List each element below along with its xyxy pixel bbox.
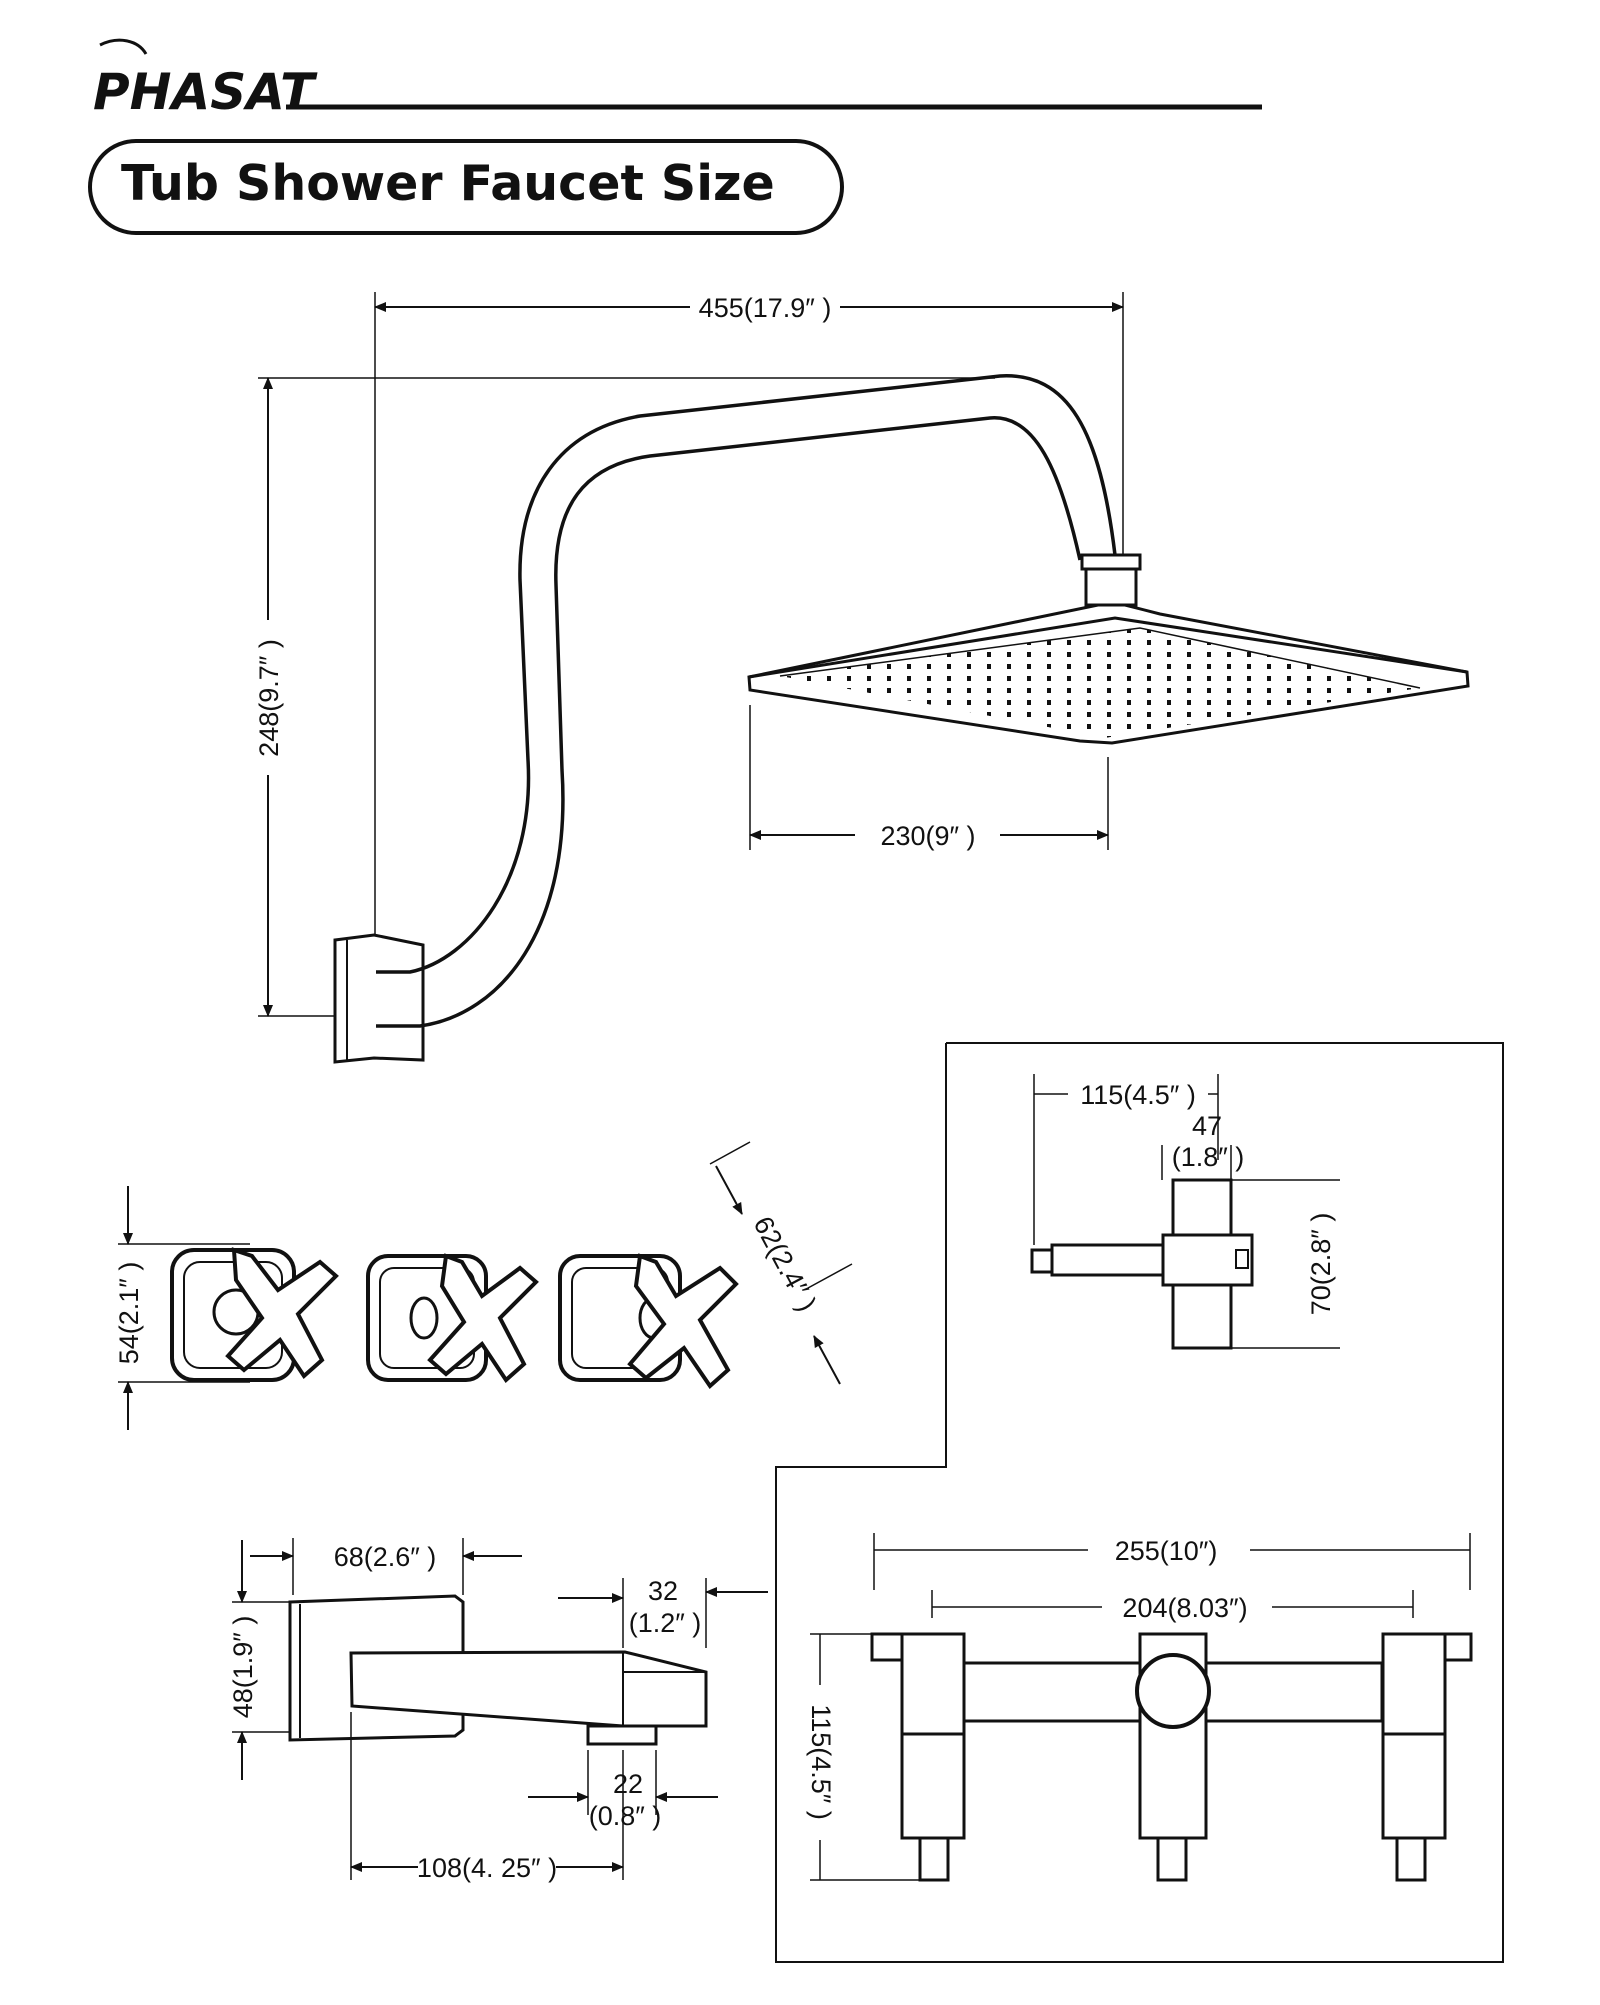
valve-left-body <box>900 1632 966 1840</box>
handle-height-label: 54(2.1″ ) <box>114 1262 144 1365</box>
page-title: Tub Shower Faucet Size <box>121 155 775 212</box>
logo-swoosh-icon <box>99 38 148 55</box>
spout-outlet-inch: (0.8″ ) <box>589 1801 662 1831</box>
spout-length-label: 108(4. 25″ ) <box>417 1853 557 1883</box>
shower-head <box>747 603 1470 745</box>
shower-arm-view: 455(17.9″ ) 248(9.7″ ) 230(9″ ) <box>254 292 1470 1064</box>
arm-height-label: 248(9.7″ ) <box>254 639 284 757</box>
arm-width-label: 455(17.9″ ) <box>699 293 832 323</box>
spout-outlet-value: 22 <box>613 1769 643 1799</box>
valve-side-view: 115(4.5″ ) 47 (1.8″ ) 70(2.8″ ) <box>1030 1074 1340 1350</box>
side-depth-label: 115(4.5″ ) <box>1080 1080 1196 1110</box>
valve-panel-frame <box>775 1042 1504 1963</box>
spout-tip-inch: (1.2″ ) <box>629 1608 702 1638</box>
head-width-label: 230(9″ ) <box>880 821 975 851</box>
shower-arm-inner <box>376 416 1082 1028</box>
spout-tip-value: 32 <box>648 1576 678 1606</box>
brand-logo: PHASAT <box>93 38 318 121</box>
front-center-width-label: 204(8.03″) <box>1122 1593 1247 1623</box>
side-stem-value: 47 <box>1192 1111 1222 1141</box>
spout-plate-depth-label: 68(2.6″ ) <box>334 1542 437 1572</box>
front-height-label: 115(4.5″ ) <box>806 1704 836 1820</box>
spout-outlet <box>586 1724 658 1746</box>
valve-right-body <box>1381 1632 1447 1840</box>
side-height-label: 70(2.8″ ) <box>1306 1213 1336 1316</box>
handle-2 <box>366 1253 539 1384</box>
front-overall-width-label: 255(10″) <box>1115 1536 1218 1566</box>
wall-flange <box>333 933 425 1064</box>
handle-diagonal-label: 62(2.4″ ) <box>748 1211 823 1316</box>
handle-1 <box>170 1247 339 1382</box>
diverter-knob <box>1135 1653 1211 1729</box>
valve-front-view: 255(10″) 204(8.03″) 115(4.5″ ) <box>806 1533 1473 1882</box>
shower-arm-outer <box>376 374 1117 974</box>
handles-view: 54(2.1″ ) 62(2.4″ ) <box>114 1141 853 1430</box>
spout-body <box>349 1650 708 1728</box>
nozzle-grid <box>780 628 1420 738</box>
tub-spout-view: 68(2.6″ ) 48(1.9″ ) 32 (1.2″ ) 22 (0.8″ … <box>228 1538 768 1883</box>
swivel-nut <box>1084 567 1138 607</box>
handle-3 <box>558 1253 739 1390</box>
spout-height-label: 48(1.9″ ) <box>228 1616 258 1719</box>
side-stem-inch: (1.8″ ) <box>1172 1142 1245 1172</box>
brand-logo-text: PHASAT <box>93 63 318 121</box>
title-pill <box>88 139 844 235</box>
